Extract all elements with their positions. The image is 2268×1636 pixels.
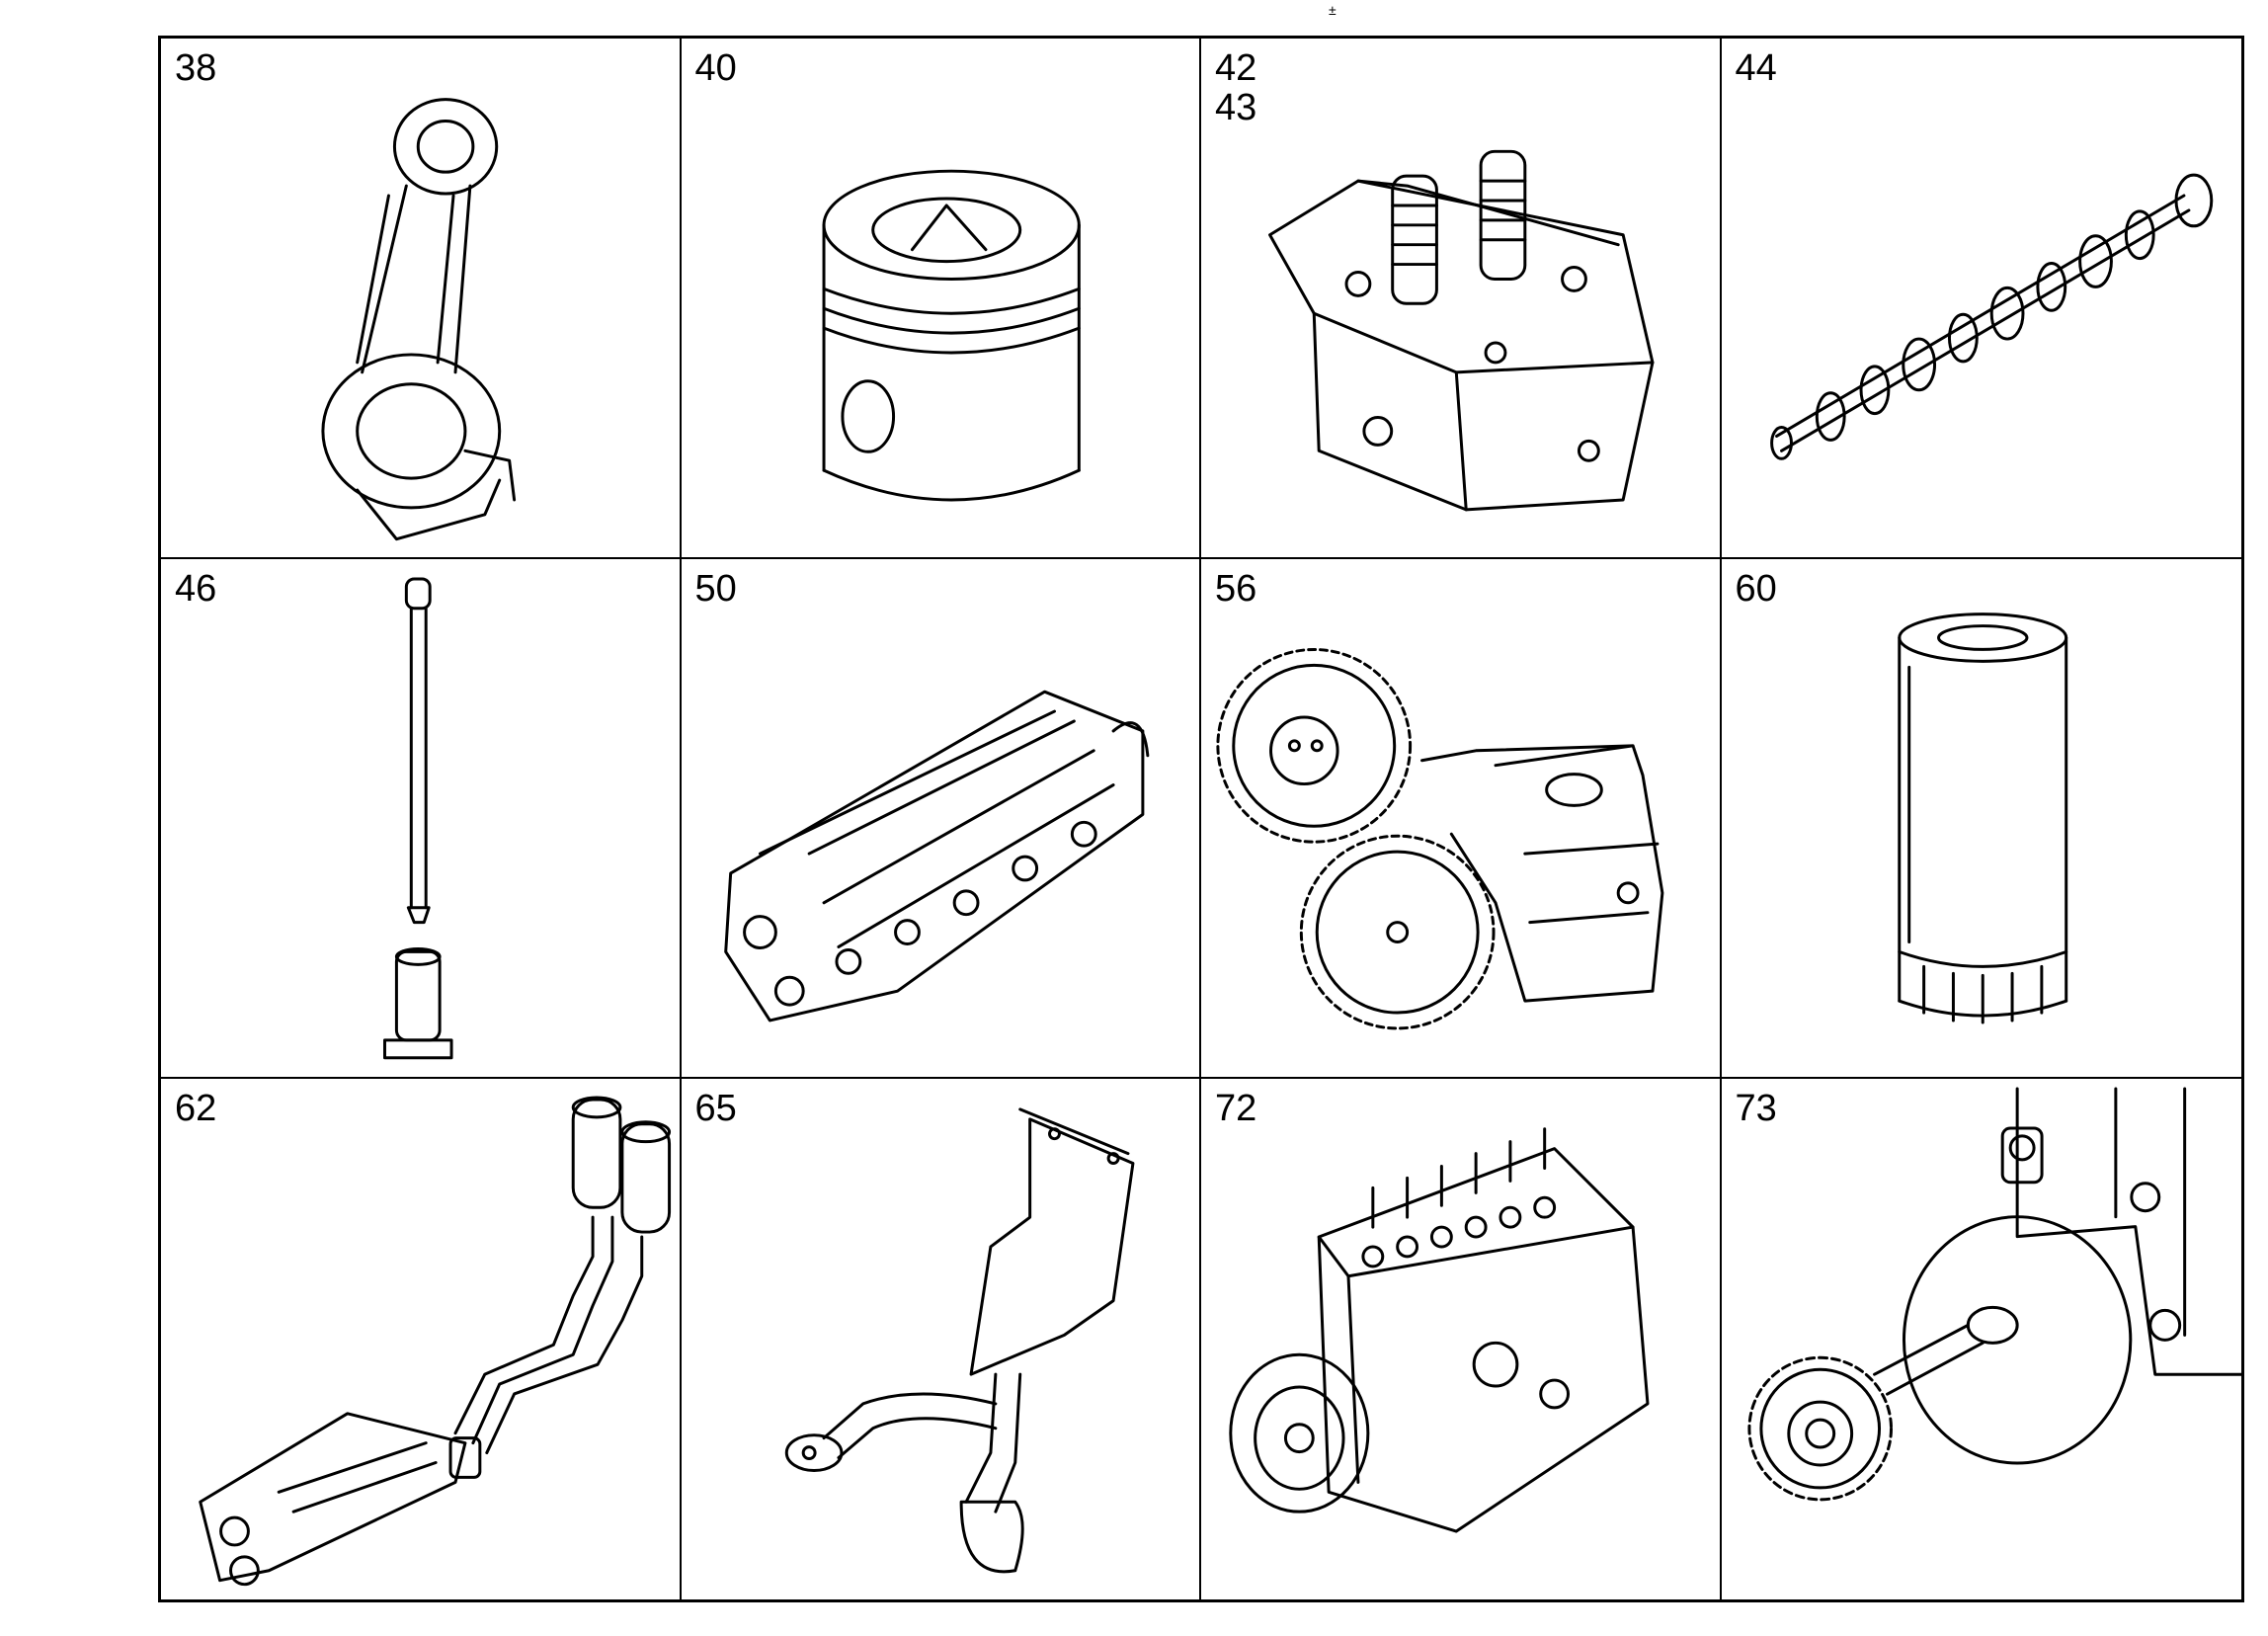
part-cell-40[interactable]: 40 <box>681 39 1201 559</box>
part-cell-65[interactable]: 65 <box>682 1079 1201 1599</box>
top-mark: ± <box>1329 2 1336 18</box>
part-cell-62[interactable]: 62 <box>161 1079 682 1599</box>
part-number: 73 <box>1735 1088 1777 1130</box>
part-cell-50[interactable]: 50 <box>681 558 1201 1080</box>
part-cell-38[interactable]: 38 <box>161 39 682 559</box>
cylinder-head-icon <box>1268 149 1655 512</box>
part-cell-60[interactable]: 60 <box>1721 559 2241 1080</box>
oil-filter-lines-icon <box>199 1096 672 1587</box>
part-number: 44 <box>1735 47 1777 89</box>
part-number: 46 <box>175 567 217 610</box>
push-rod-and-tappet-icon <box>382 577 453 1059</box>
oil-cooler-icon <box>723 690 1149 1022</box>
connecting-rod-icon <box>321 98 517 541</box>
oil-pump-with-gears-icon <box>1216 647 1664 1030</box>
part-cell-46[interactable]: 46 <box>161 558 682 1080</box>
part-cell-44[interactable]: 44 <box>1721 39 2241 559</box>
camshaft-icon <box>1769 173 2213 460</box>
parts-grid: 38 40 42 43 <box>158 36 2244 1602</box>
oil-filter-icon <box>1897 612 2067 1024</box>
piston-icon <box>822 169 1081 502</box>
oil-suction-pipe-icon <box>784 1107 1134 1574</box>
part-number: 65 <box>694 1088 737 1130</box>
part-number: 56 <box>1215 567 1257 610</box>
part-number: 40 <box>694 47 737 89</box>
part-number: 72 <box>1215 1088 1257 1130</box>
part-number: 42 43 <box>1215 47 1257 128</box>
part-cell-73[interactable]: 73 <box>1722 1079 2241 1599</box>
part-cell-56[interactable]: 56 <box>1201 558 1722 1080</box>
injection-pump-icon <box>1229 1127 1650 1533</box>
part-number: 60 <box>1735 567 1777 610</box>
part-number: 62 <box>175 1088 217 1130</box>
part-number: 38 <box>175 47 217 89</box>
part-cell-72[interactable]: 72 <box>1201 1079 1722 1599</box>
part-number: 50 <box>694 567 737 610</box>
part-cell-42-43[interactable]: 42 43 <box>1201 39 1722 559</box>
injection-pump-gear-icon <box>1746 1087 2241 1502</box>
